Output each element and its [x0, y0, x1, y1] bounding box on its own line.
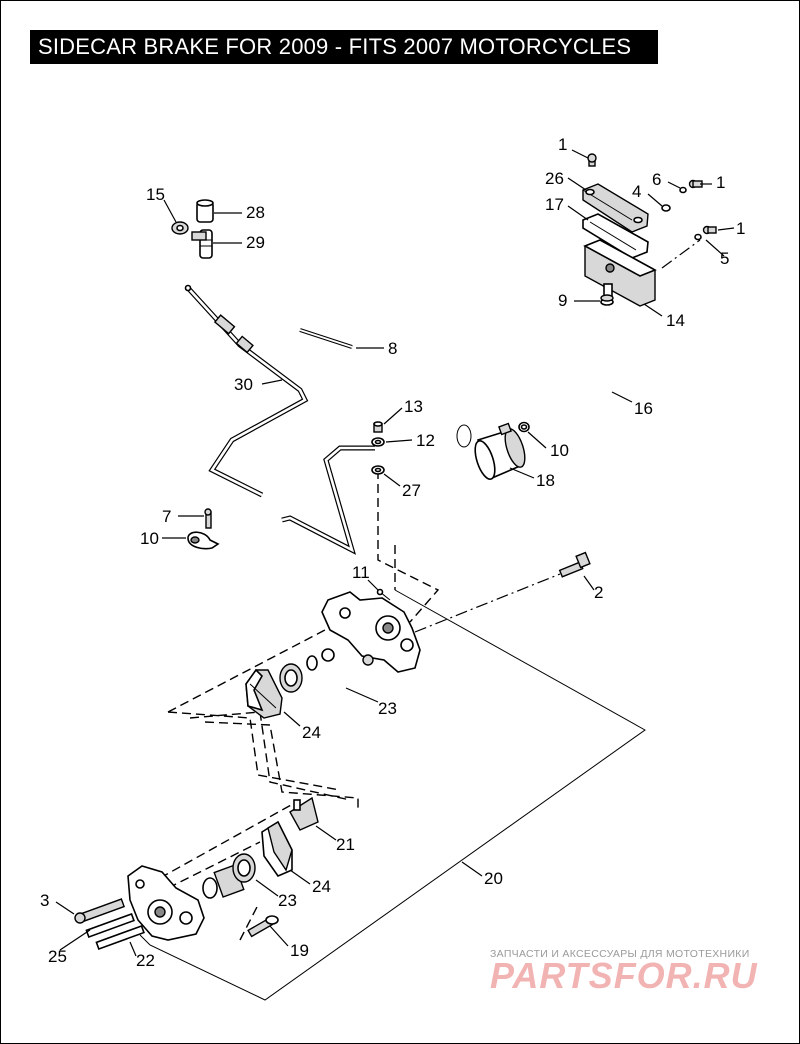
- callout-12: 12: [416, 431, 435, 450]
- diagram-title: SIDECAR BRAKE FOR 2009 - FITS 2007 MOTOR…: [30, 30, 658, 64]
- callout-3: 3: [40, 891, 49, 910]
- hose-clamp-9: [600, 294, 614, 306]
- watermark-brand: PARTSFOR.RU: [490, 955, 758, 996]
- callout-22: 22: [136, 951, 155, 970]
- bolt-13: [373, 421, 383, 433]
- reservoir-cover: [582, 183, 649, 233]
- callout-18: 18: [536, 471, 555, 490]
- callout-11: 11: [352, 563, 370, 582]
- callout-8: 8: [388, 339, 397, 358]
- pad-clip-21: [289, 796, 319, 831]
- piston-seal-23-upper: [279, 648, 335, 693]
- callout-24-upper: 24: [302, 723, 321, 742]
- pin-25: [85, 912, 135, 938]
- bolt-2: [558, 551, 591, 578]
- callout-10-left: 10: [140, 529, 159, 548]
- pin-22: [95, 924, 145, 950]
- callout-1-side: 1: [736, 219, 745, 238]
- callout-17: 17: [545, 195, 564, 214]
- callout-labels: 1 1 1 26 4 6 17 5 9 14 16 10 18 15 28 29…: [40, 135, 745, 970]
- callout-21: 21: [336, 835, 355, 854]
- washer-12: [371, 437, 385, 447]
- screw-1-side: [702, 225, 717, 235]
- brake-pad-24-lower: [261, 820, 293, 877]
- callout-9: 9: [558, 291, 567, 310]
- bolt-3: [74, 898, 125, 924]
- callout-23-upper: 23: [378, 699, 397, 718]
- screw-7: [204, 508, 212, 529]
- callout-15: 15: [146, 185, 165, 204]
- brake-line-30: [184, 284, 309, 498]
- piston-seal-23-lower: [202, 853, 256, 899]
- callout-20: 20: [484, 869, 503, 888]
- callout-24-lower: 24: [312, 877, 331, 896]
- reservoir-hose: [526, 317, 615, 424]
- watermark-caption: ЗАПЧАСТИ И АКСЕССУАРЫ ДЛЯ МОТОТЕХНИКИ: [490, 948, 750, 960]
- pin-11: [376, 588, 391, 601]
- callout-6: 6: [652, 170, 661, 189]
- callout-1-right: 1: [716, 173, 725, 192]
- fitting-29: [191, 229, 213, 259]
- leader-lines: [55, 149, 735, 957]
- assembly-lines: [139, 239, 701, 1001]
- washer-5: [694, 233, 702, 241]
- callout-16: 16: [634, 399, 653, 418]
- washer-6: [679, 186, 687, 194]
- washer-4: [661, 204, 671, 212]
- screw-1-top: [587, 153, 597, 167]
- callout-14: 14: [666, 311, 685, 330]
- clip-10: [187, 531, 220, 550]
- callout-27: 27: [402, 481, 421, 500]
- caliper-housing-lower: [127, 865, 205, 941]
- callout-23-lower: 23: [278, 891, 297, 910]
- callout-10-right: 10: [550, 441, 569, 460]
- callout-2: 2: [594, 583, 603, 602]
- cable-tie-8: [299, 328, 353, 349]
- bleeder-19: [247, 915, 279, 938]
- adapter-18: [456, 422, 526, 480]
- fitting-28: [196, 199, 214, 223]
- callout-30: 30: [234, 375, 253, 394]
- callout-25: 25: [48, 947, 67, 966]
- callout-28: 28: [246, 203, 265, 222]
- callout-19: 19: [290, 941, 309, 960]
- callout-29: 29: [246, 233, 265, 252]
- callout-4: 4: [632, 182, 641, 201]
- callout-5: 5: [720, 249, 729, 268]
- washer-27: [371, 465, 385, 475]
- caliper-bracket-upper: [321, 591, 421, 673]
- callout-7: 7: [162, 507, 171, 526]
- brake-pad-24-upper: [245, 668, 283, 719]
- fitting-15: [171, 221, 189, 235]
- brake-line-middle: [281, 445, 375, 555]
- master-cylinder-assembly: [582, 153, 717, 307]
- master-cylinder-body: [583, 239, 657, 307]
- callout-1-top: 1: [558, 135, 567, 154]
- hose-clamp-10: [518, 421, 530, 433]
- callout-13: 13: [404, 397, 423, 416]
- callout-26: 26: [545, 169, 564, 188]
- reservoir-gasket: [582, 213, 649, 259]
